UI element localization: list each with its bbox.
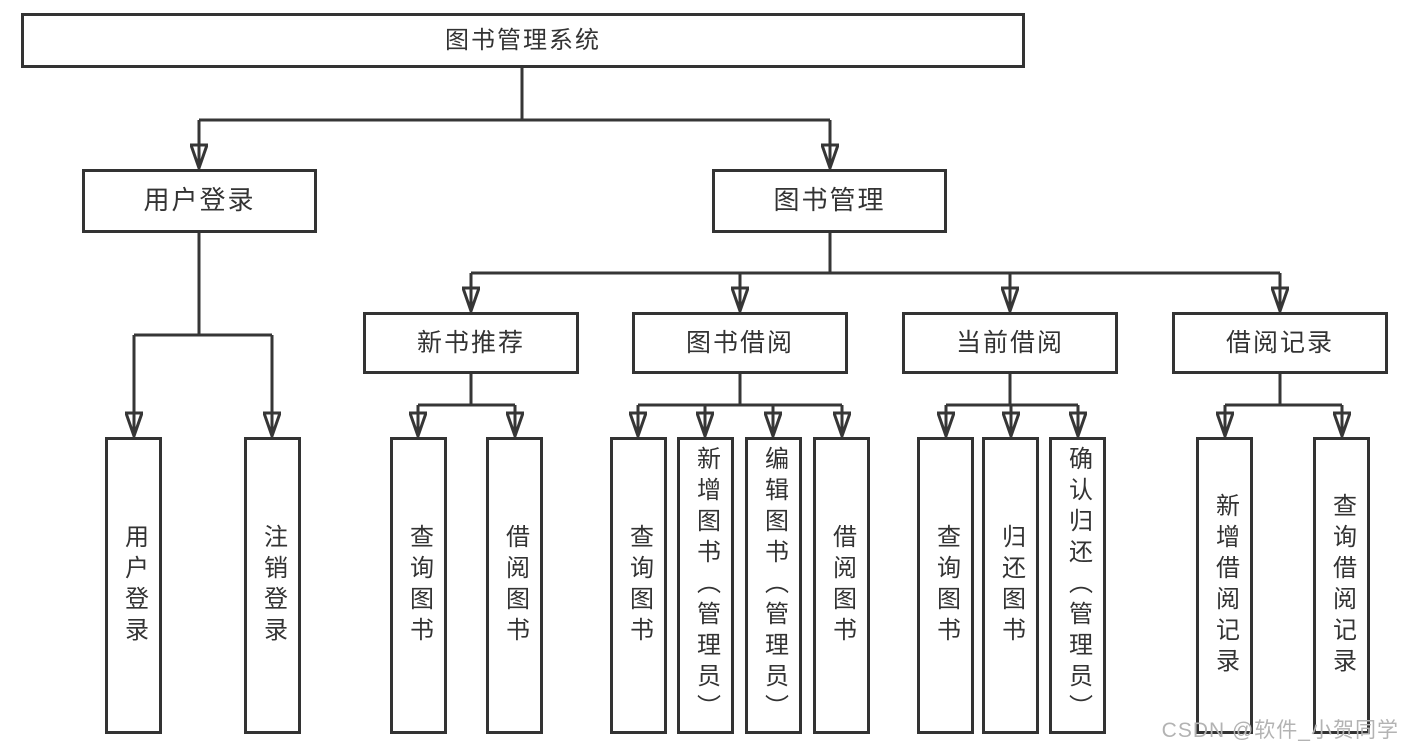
node-label: 新增借阅记录	[1211, 492, 1239, 679]
leaf-current-query-books: 查询图书	[917, 437, 974, 734]
node-book-borrowing: 图书借阅	[632, 312, 848, 374]
node-library-management-system: 图书管理系统	[21, 13, 1025, 68]
node-label: 图书管理系统	[445, 26, 601, 54]
node-current-borrowing: 当前借阅	[902, 312, 1118, 374]
leaf-logout: 注销登录	[244, 437, 301, 734]
leaf-records-query-borrow-record: 查询借阅记录	[1313, 437, 1370, 734]
leaf-borrowing-borrow-books: 借阅图书	[813, 437, 870, 734]
node-label: 借阅记录	[1225, 328, 1334, 357]
leaf-borrowing-edit-books-admin: 编辑图书（管理员）	[745, 437, 802, 734]
node-label: 借阅图书	[501, 523, 529, 648]
leaf-recommend-borrow-books: 借阅图书	[486, 437, 543, 734]
node-label: 查询借阅记录	[1328, 492, 1356, 679]
node-label: 用户登录	[143, 185, 256, 216]
leaf-borrowing-query-books: 查询图书	[610, 437, 667, 734]
node-label: 查询图书	[625, 523, 653, 648]
leaf-current-return-books: 归还图书	[982, 437, 1039, 734]
node-label: 当前借阅	[955, 328, 1064, 357]
node-label: 用户登录	[120, 523, 148, 648]
leaf-recommend-query-books: 查询图书	[390, 437, 447, 734]
node-borrowing-records: 借阅记录	[1172, 312, 1388, 374]
leaf-user-login: 用户登录	[105, 437, 162, 734]
node-label: 新书推荐	[416, 328, 525, 357]
node-label: 借阅图书	[828, 523, 856, 648]
node-label: 查询图书	[405, 523, 433, 648]
node-new-book-recommendation: 新书推荐	[363, 312, 579, 374]
node-label: 编辑图书（管理员）	[760, 446, 788, 725]
node-label: 图书管理	[773, 185, 886, 216]
node-label: 查询图书	[932, 523, 960, 648]
node-label: 确认归还（管理员）	[1064, 446, 1092, 725]
node-label: 图书借阅	[685, 328, 794, 357]
node-book-management: 图书管理	[712, 169, 947, 233]
csdn-watermark: CSDN @软件_小贺同学	[1161, 719, 1399, 742]
node-user-login: 用户登录	[82, 169, 317, 233]
node-label: 新增图书（管理员）	[692, 446, 720, 725]
node-label: 归还图书	[997, 523, 1025, 648]
leaf-records-add-borrow-record: 新增借阅记录	[1196, 437, 1253, 734]
leaf-current-confirm-return-admin: 确认归还（管理员）	[1049, 437, 1106, 734]
node-label: 注销登录	[259, 523, 287, 648]
leaf-borrowing-add-books-admin: 新增图书（管理员）	[677, 437, 734, 734]
